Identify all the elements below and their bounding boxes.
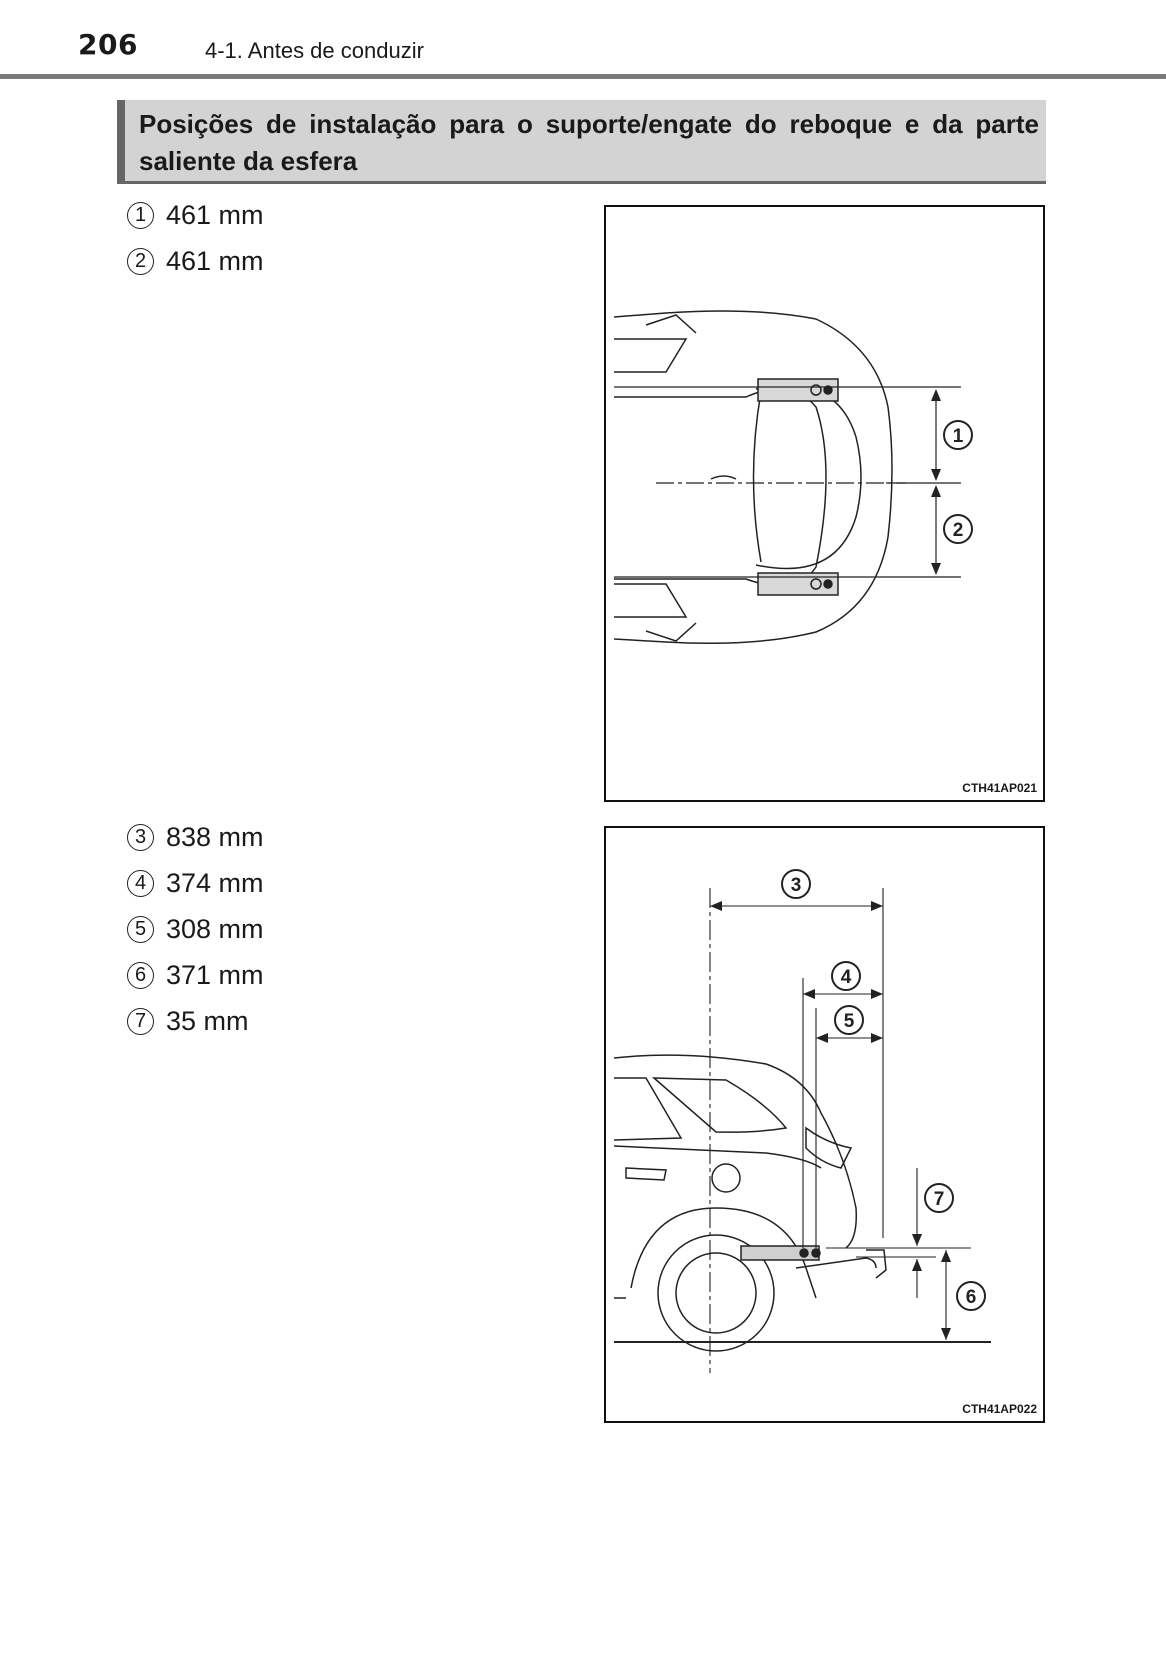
page-number: 206 bbox=[78, 28, 138, 61]
figure-code: CTH41AP022 bbox=[962, 1402, 1037, 1416]
item-value: 35 mm bbox=[166, 1005, 249, 1036]
callout-7: 7 bbox=[924, 1183, 954, 1213]
item-number: 7 bbox=[127, 1007, 154, 1035]
callout-label: 4 bbox=[841, 967, 852, 988]
callout-label: 3 bbox=[791, 875, 802, 896]
item-number: 4 bbox=[127, 869, 154, 897]
page-header: 206 4-1. Antes de conduzir bbox=[0, 0, 1166, 80]
callout-label: 6 bbox=[966, 1287, 977, 1308]
item-value: 374 mm bbox=[166, 867, 264, 898]
vehicle-top-view-drawing: 1 2 bbox=[613, 310, 973, 644]
list-item: 2 461 mm bbox=[127, 238, 264, 284]
list-item: 1 461 mm bbox=[127, 192, 264, 238]
callout-label: 7 bbox=[934, 1189, 945, 1210]
vehicle-side-view-drawing: 3 4 5 6 7 bbox=[613, 869, 991, 1373]
item-value: 838 mm bbox=[166, 821, 264, 852]
callout-1: 1 bbox=[943, 420, 973, 450]
item-number: 2 bbox=[127, 247, 154, 275]
list-item: 5 308 mm bbox=[127, 906, 264, 952]
item-value: 308 mm bbox=[166, 913, 264, 944]
callout-5: 5 bbox=[834, 1005, 864, 1035]
figure-side-view: 3 4 5 6 7 CTH41AP022 bbox=[604, 826, 1045, 1423]
callout-label: 1 bbox=[953, 426, 964, 447]
figure-top-view: 1 2 CTH41AP021 bbox=[604, 205, 1045, 802]
item-number: 3 bbox=[127, 823, 154, 851]
dimension-list-side-view: 3 838 mm 4 374 mm 5 308 mm 6 371 mm 7 35… bbox=[127, 814, 264, 1044]
callout-label: 5 bbox=[844, 1011, 855, 1032]
callout-3: 3 bbox=[781, 869, 811, 899]
callout-label: 2 bbox=[953, 520, 964, 541]
list-item: 6 371 mm bbox=[127, 952, 264, 998]
figure-code: CTH41AP021 bbox=[962, 781, 1037, 795]
list-item: 7 35 mm bbox=[127, 998, 264, 1044]
callout-2: 2 bbox=[943, 514, 973, 544]
section-heading: Posições de instalação para o suporte/en… bbox=[117, 100, 1046, 184]
callout-6: 6 bbox=[956, 1281, 986, 1311]
list-item: 3 838 mm bbox=[127, 814, 264, 860]
item-number: 5 bbox=[127, 915, 154, 943]
item-number: 1 bbox=[127, 201, 154, 229]
list-item: 4 374 mm bbox=[127, 860, 264, 906]
item-value: 461 mm bbox=[166, 245, 264, 276]
item-value: 371 mm bbox=[166, 959, 264, 990]
callout-4: 4 bbox=[831, 961, 861, 991]
header-rule bbox=[0, 74, 1166, 79]
section-title: 4-1. Antes de conduzir bbox=[205, 38, 424, 63]
item-number: 6 bbox=[127, 961, 154, 989]
item-value: 461 mm bbox=[166, 199, 264, 230]
dimension-list-top-view: 1 461 mm 2 461 mm bbox=[127, 192, 264, 284]
section-heading-text: Posições de instalação para o suporte/en… bbox=[139, 109, 1039, 176]
